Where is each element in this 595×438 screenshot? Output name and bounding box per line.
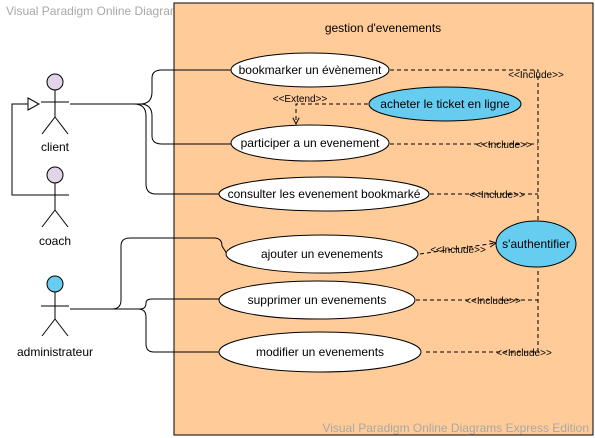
use-case-label: supprimer un evenements xyxy=(248,293,387,307)
use-case-shape xyxy=(230,124,390,162)
use-case-label: consulter les evenement bookmarké xyxy=(228,187,421,201)
include-label: <<Include>> xyxy=(476,140,532,151)
system-title: gestion d'evenements xyxy=(325,21,441,35)
extend-label: <<Extend>> xyxy=(273,94,328,105)
include-label: <<Include>> xyxy=(465,296,521,307)
actor-label: coach xyxy=(39,234,71,248)
actor-coach[interactable]: coach xyxy=(39,166,71,248)
use-case-shape xyxy=(368,86,522,122)
use-case-shape xyxy=(495,220,577,268)
association-edge xyxy=(70,103,219,195)
use-case-shape xyxy=(218,331,422,373)
actor-label: administrateur xyxy=(17,345,93,359)
association-edge xyxy=(70,308,219,353)
extend-edge xyxy=(296,103,368,124)
actor-label: client xyxy=(41,140,70,154)
generalization-edge xyxy=(11,103,41,196)
use-case-modifier[interactable]: modifier un evenements xyxy=(218,331,422,373)
use-case-bookmarker[interactable]: bookmarker un évènement xyxy=(230,52,390,88)
use-case-participer[interactable]: participer a un evenement xyxy=(230,124,390,162)
association-edge xyxy=(70,103,231,145)
actor-head xyxy=(46,275,64,293)
actor-client[interactable]: client xyxy=(41,73,70,154)
watermark-bottom: Visual Paradigm Online Diagrams Express … xyxy=(322,421,589,435)
actor-administrateur[interactable]: administrateur xyxy=(17,275,93,359)
use-case-shape xyxy=(218,280,416,320)
use-case-supprimer[interactable]: supprimer un evenements xyxy=(218,280,416,320)
include-label: <<Include>> xyxy=(496,348,552,359)
association-edge xyxy=(70,298,219,310)
actor-head xyxy=(46,73,64,91)
association-edge xyxy=(70,69,232,105)
use-case-ajouter[interactable]: ajouter un evenements xyxy=(225,234,419,274)
use-case-label: modifier un evenements xyxy=(256,345,384,359)
use-case-shape xyxy=(230,52,390,88)
use-case-label: participer a un evenement xyxy=(241,136,380,150)
include-edge xyxy=(419,243,496,255)
include-label: <<Include>> xyxy=(508,70,564,81)
association-edge xyxy=(70,237,228,310)
use-case-label: acheter le ticket en ligne xyxy=(380,97,510,111)
include-label: <<Include>> xyxy=(469,190,525,201)
use-case-authentifier[interactable]: s'authentifier xyxy=(495,220,577,268)
use-case-shape xyxy=(218,176,430,212)
use-case-shape xyxy=(225,234,419,274)
actor-head xyxy=(46,166,64,184)
use-case-consulter[interactable]: consulter les evenement bookmarké xyxy=(218,176,430,212)
use-case-label: ajouter un evenements xyxy=(261,247,383,261)
generalization-arrowhead xyxy=(27,97,41,111)
include-label: <<Include>> xyxy=(430,245,486,256)
use-case-acheter-ticket[interactable]: acheter le ticket en ligne xyxy=(368,86,522,122)
use-case-label: bookmarker un évènement xyxy=(239,63,382,77)
include-edge xyxy=(426,300,539,353)
include-edge xyxy=(390,69,538,228)
use-case-label: s'authentifier xyxy=(502,237,570,251)
